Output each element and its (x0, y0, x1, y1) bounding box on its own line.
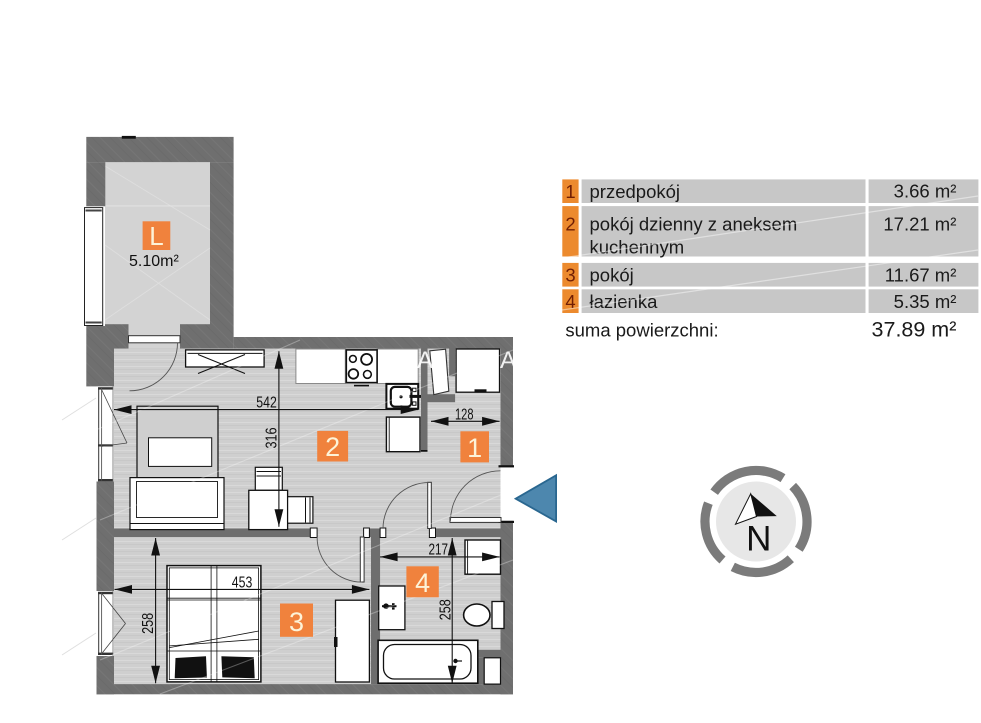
svg-text:217: 217 (429, 541, 449, 558)
svg-text:258: 258 (140, 613, 157, 634)
svg-text:316: 316 (264, 428, 281, 449)
svg-text:1: 1 (467, 433, 482, 463)
svg-text:N: N (746, 519, 771, 558)
svg-text:2: 2 (565, 213, 575, 234)
svg-text:4: 4 (565, 291, 575, 312)
svg-text:5.35 m²: 5.35 m² (894, 291, 957, 312)
svg-text:łazienka: łazienka (590, 291, 659, 312)
svg-text:pokój dzienny z aneksem: pokój dzienny z aneksem (590, 213, 798, 234)
svg-text:3: 3 (289, 607, 304, 637)
svg-text:258: 258 (438, 599, 455, 620)
svg-text:5.10m²: 5.10m² (129, 253, 179, 270)
svg-text:A: A (500, 347, 516, 374)
svg-text:4: 4 (415, 568, 430, 598)
svg-text:kuchennym: kuchennym (590, 237, 685, 258)
svg-text:3: 3 (565, 264, 575, 285)
svg-text:suma powierzchni:: suma powierzchni: (565, 320, 718, 341)
svg-text:L: L (149, 221, 163, 251)
svg-text:2: 2 (325, 432, 340, 462)
svg-text:przedpokój: przedpokój (590, 181, 681, 202)
svg-text:453: 453 (232, 574, 253, 591)
svg-text:11.67 m²: 11.67 m² (885, 264, 957, 285)
svg-text:37.89 m²: 37.89 m² (872, 318, 957, 342)
svg-text:1: 1 (565, 181, 575, 202)
svg-text:pokój: pokój (590, 264, 634, 285)
svg-text:A: A (417, 347, 433, 374)
svg-text:17.21 m²: 17.21 m² (883, 213, 956, 234)
svg-text:542: 542 (256, 394, 277, 411)
svg-text:3.66 m²: 3.66 m² (894, 181, 957, 202)
svg-text:128: 128 (455, 407, 474, 424)
